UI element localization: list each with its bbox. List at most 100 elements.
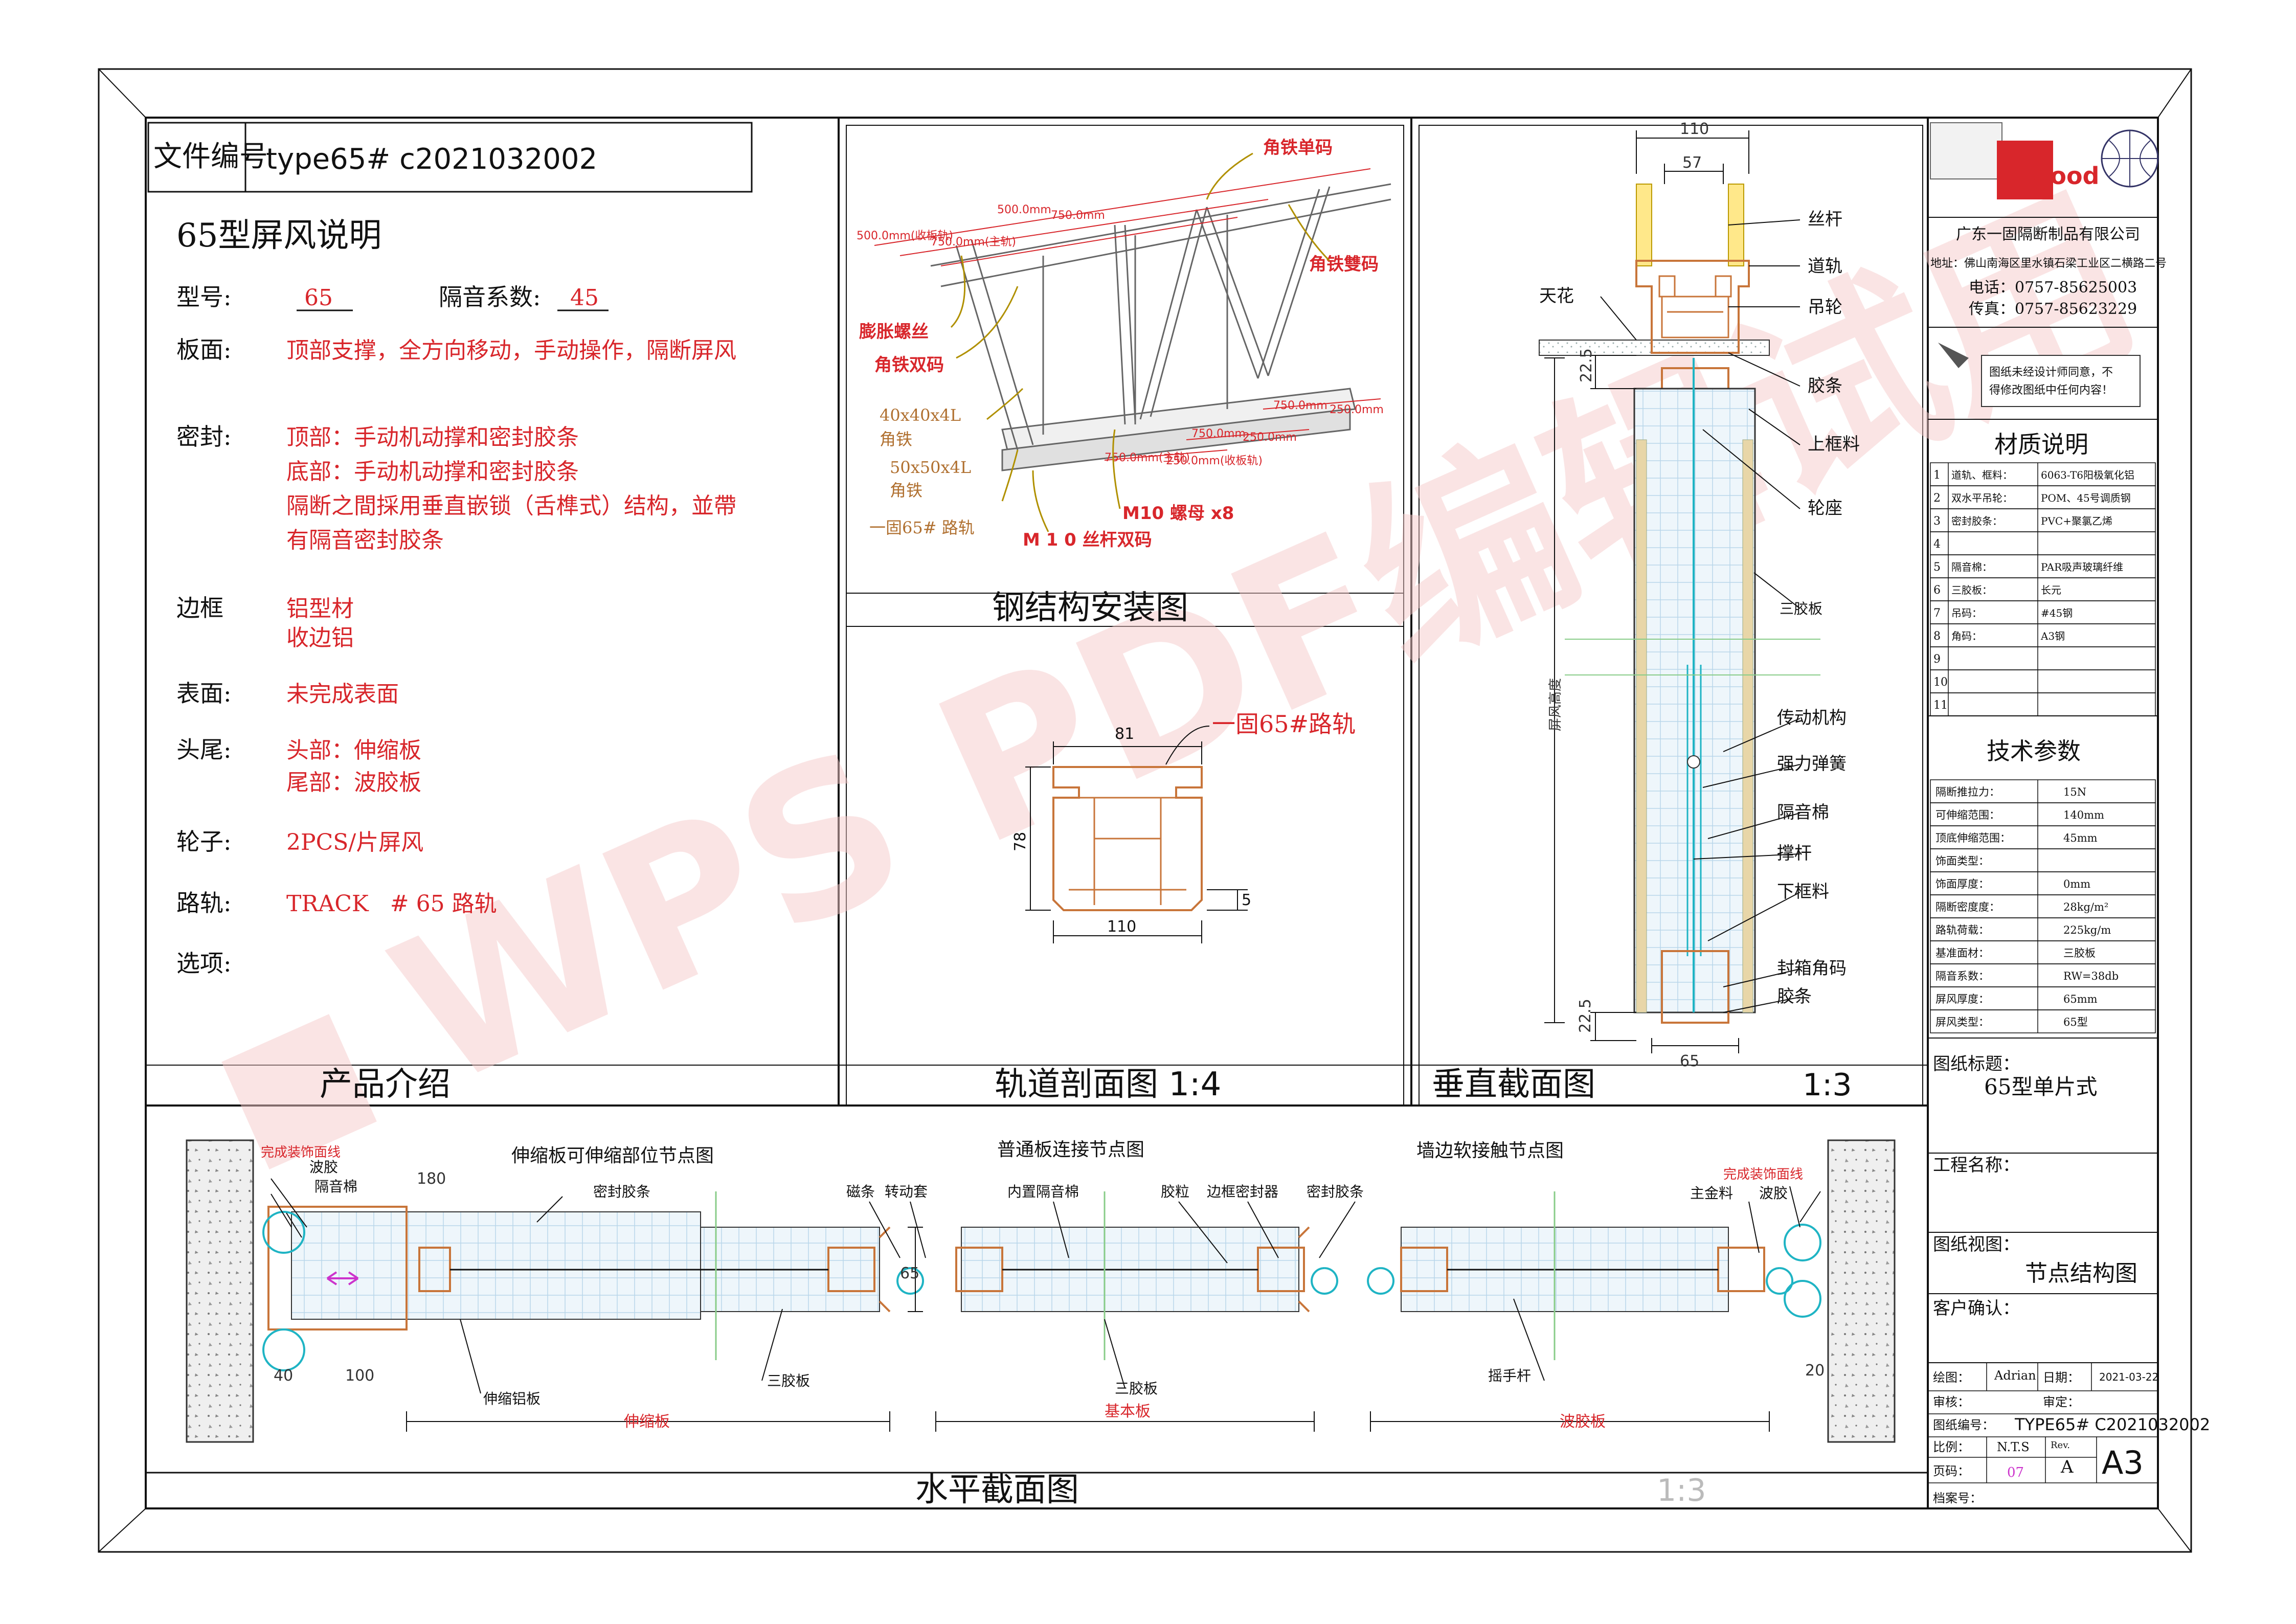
size-value: A3 xyxy=(2102,1444,2144,1481)
headtail-line-1: 头部：伸缩板 xyxy=(286,737,421,763)
hm-magnet: 磁条 xyxy=(846,1183,875,1200)
steel-label-bolt: 膨胀螺丝 xyxy=(859,322,929,342)
track-title: 轨道剖面图 1:4 xyxy=(995,1066,1221,1103)
hr-finish-line: 完成装饰面线 xyxy=(1723,1167,1803,1182)
watermark-text: WPS PDF编辑试用 xyxy=(363,155,2170,1134)
tech-key: 屏风类型： xyxy=(1935,1016,1989,1028)
material-cell: 双水平吊轮： xyxy=(1951,492,2013,504)
view-value: 节点结构图 xyxy=(2025,1260,2137,1287)
frame-line-2: 收边铝 xyxy=(286,625,354,651)
material-cell: 三胶板： xyxy=(1951,584,1992,596)
horizontal-title: 水平截面图 xyxy=(915,1471,1079,1509)
hsub-3: 墙边软接触节点图 xyxy=(1416,1140,1564,1161)
tech-key: 路轨荷载： xyxy=(1935,924,1989,936)
vlabel-bottom-frame: 下框料 xyxy=(1777,882,1829,902)
tech-key: 饰面厚度： xyxy=(1935,878,1989,890)
hdim-100: 100 xyxy=(345,1367,374,1385)
material-cell: 角码： xyxy=(1951,630,1982,642)
surface-value: 未完成表面 xyxy=(286,681,399,707)
steel-brown-1: 40x40x4L xyxy=(880,405,961,425)
headtail-line-2: 尾部：波胶板 xyxy=(286,770,421,796)
doc-number: 文件编号 type65# c2021032002 xyxy=(147,122,753,193)
material-cell: 密封胶条： xyxy=(1951,515,2002,527)
tech-title: 技术参数 xyxy=(1987,737,2081,765)
scale-value: N.T.S xyxy=(1997,1440,2030,1454)
tech-value: 28kg/m² xyxy=(2063,901,2108,913)
number-label: 图纸编号： xyxy=(1933,1418,1994,1432)
steel-dim-10: 250.0mm(收板轨) xyxy=(1166,455,1263,467)
archive-label: 档案号： xyxy=(1933,1491,1982,1505)
material-cell: PAR吸声玻璃纤维 xyxy=(2041,561,2123,573)
hm-sealer: 边框密封器 xyxy=(1207,1183,1278,1200)
material-cell: 11 xyxy=(1933,699,1948,712)
vdim-height: 屏风高度 xyxy=(1548,678,1563,731)
vlabel-strip: 胶条 xyxy=(1808,376,1842,396)
steel-dim-7: 750.0mm xyxy=(1191,427,1246,440)
steel-label-single: 角铁单码 xyxy=(1263,138,1333,158)
material-row xyxy=(1930,692,2156,716)
number-value: TYPE65# C2021032002 xyxy=(2014,1415,2210,1434)
steel-drawing: 500.0mm 750.0mm 500.0mm(收板轨) 750.0mm(主轨)… xyxy=(857,138,1391,550)
tech-value: 65mm xyxy=(2063,993,2098,1005)
hl-wave: 波胶 xyxy=(309,1159,338,1176)
vdim-65: 65 xyxy=(1680,1052,1699,1070)
span-wave: 波胶板 xyxy=(1560,1413,1606,1431)
material-cell: 8 xyxy=(1933,630,1941,643)
materials-title: 材质说明 xyxy=(1994,431,2088,458)
date-value: 2021-03-22 xyxy=(2099,1371,2158,1383)
steel-label-nut: M10 螺母 x8 xyxy=(1122,503,1234,524)
hdim-65: 65 xyxy=(900,1265,919,1282)
track-label: 路轨: xyxy=(176,889,232,917)
hr-wave: 波胶 xyxy=(1759,1185,1788,1202)
vlabel-insulation: 隔音棉 xyxy=(1777,802,1829,823)
track-dim-81: 81 xyxy=(1115,725,1134,743)
hsub-1: 伸缩板可伸缩部位节点图 xyxy=(511,1145,714,1166)
frame-label: 边框 xyxy=(176,594,223,622)
material-row xyxy=(1930,669,2156,693)
vdim-57: 57 xyxy=(1682,154,1702,172)
span-base: 基本板 xyxy=(1105,1403,1151,1420)
steel-brown-3: 50x50x4L xyxy=(890,458,971,477)
material-cell: 6063-T6阳极氧化铝 xyxy=(2041,469,2134,481)
hl-alum: 伸缩铝板 xyxy=(483,1390,541,1407)
track-section-drawing: 81 78 5 110 一固65#路轨 xyxy=(1011,710,1356,943)
track-value: TRACK # 65 路轨 xyxy=(286,891,497,917)
vertical-scale: 1:3 xyxy=(1803,1067,1852,1103)
view-label: 图纸视图： xyxy=(1933,1234,2020,1255)
material-cell: PVC+聚氯乙烯 xyxy=(2041,515,2112,527)
hr-main: 主金料 xyxy=(1690,1185,1733,1202)
material-cell: 隔音棉： xyxy=(1951,561,1992,573)
vlabel-wheel: 吊轮 xyxy=(1808,297,1842,318)
hdim-40: 40 xyxy=(274,1367,293,1385)
vdim-225-top: 22.5 xyxy=(1578,348,1595,382)
steel-title: 钢结构安装图 xyxy=(992,589,1188,627)
track-dim-110: 110 xyxy=(1107,918,1136,936)
company-phone: 电话：0757-85625003 xyxy=(1969,279,2137,297)
hdim-20: 20 xyxy=(1805,1362,1825,1380)
tech-value: 三胶板 xyxy=(2063,947,2096,959)
hdim-180: 180 xyxy=(417,1170,446,1188)
check-label: 审核： xyxy=(1933,1395,1970,1409)
tech-value: 225kg/m xyxy=(2063,924,2111,936)
rev-value: A xyxy=(2060,1457,2074,1477)
notice-1: 图纸未经设计师同意，不 xyxy=(1989,366,2113,379)
client-label: 客户确认： xyxy=(1933,1298,2020,1319)
vlabel-top-frame: 上框料 xyxy=(1808,434,1860,455)
hm-seal: 密封胶条 xyxy=(1307,1183,1364,1200)
drawn-label: 绘图： xyxy=(1933,1370,1970,1385)
tech-key: 屏风厚度： xyxy=(1935,993,1989,1005)
tech-key: 隔音系数： xyxy=(1935,970,1989,982)
frame-line-1: 铝型材 xyxy=(286,596,354,622)
steel-dim-1: 500.0mm xyxy=(997,204,1051,216)
material-cell: A3钢 xyxy=(2040,630,2065,642)
hl-insulation: 隔音棉 xyxy=(314,1178,357,1195)
tech-key: 隔断密度度： xyxy=(1935,901,2000,913)
hl-board: 三胶板 xyxy=(767,1372,810,1389)
horizontal-scale: 1:3 xyxy=(1657,1473,1706,1508)
seal-line-4: 有隔音密封胶条 xyxy=(286,527,444,553)
date-label: 日期： xyxy=(2043,1370,2080,1385)
steel-dim-4: 750.0mm(主轨) xyxy=(931,236,1016,249)
material-cell: 2 xyxy=(1933,492,1941,505)
approve-label: 审定： xyxy=(2043,1395,2080,1409)
vlabel-spring: 强力弹簧 xyxy=(1777,754,1847,774)
